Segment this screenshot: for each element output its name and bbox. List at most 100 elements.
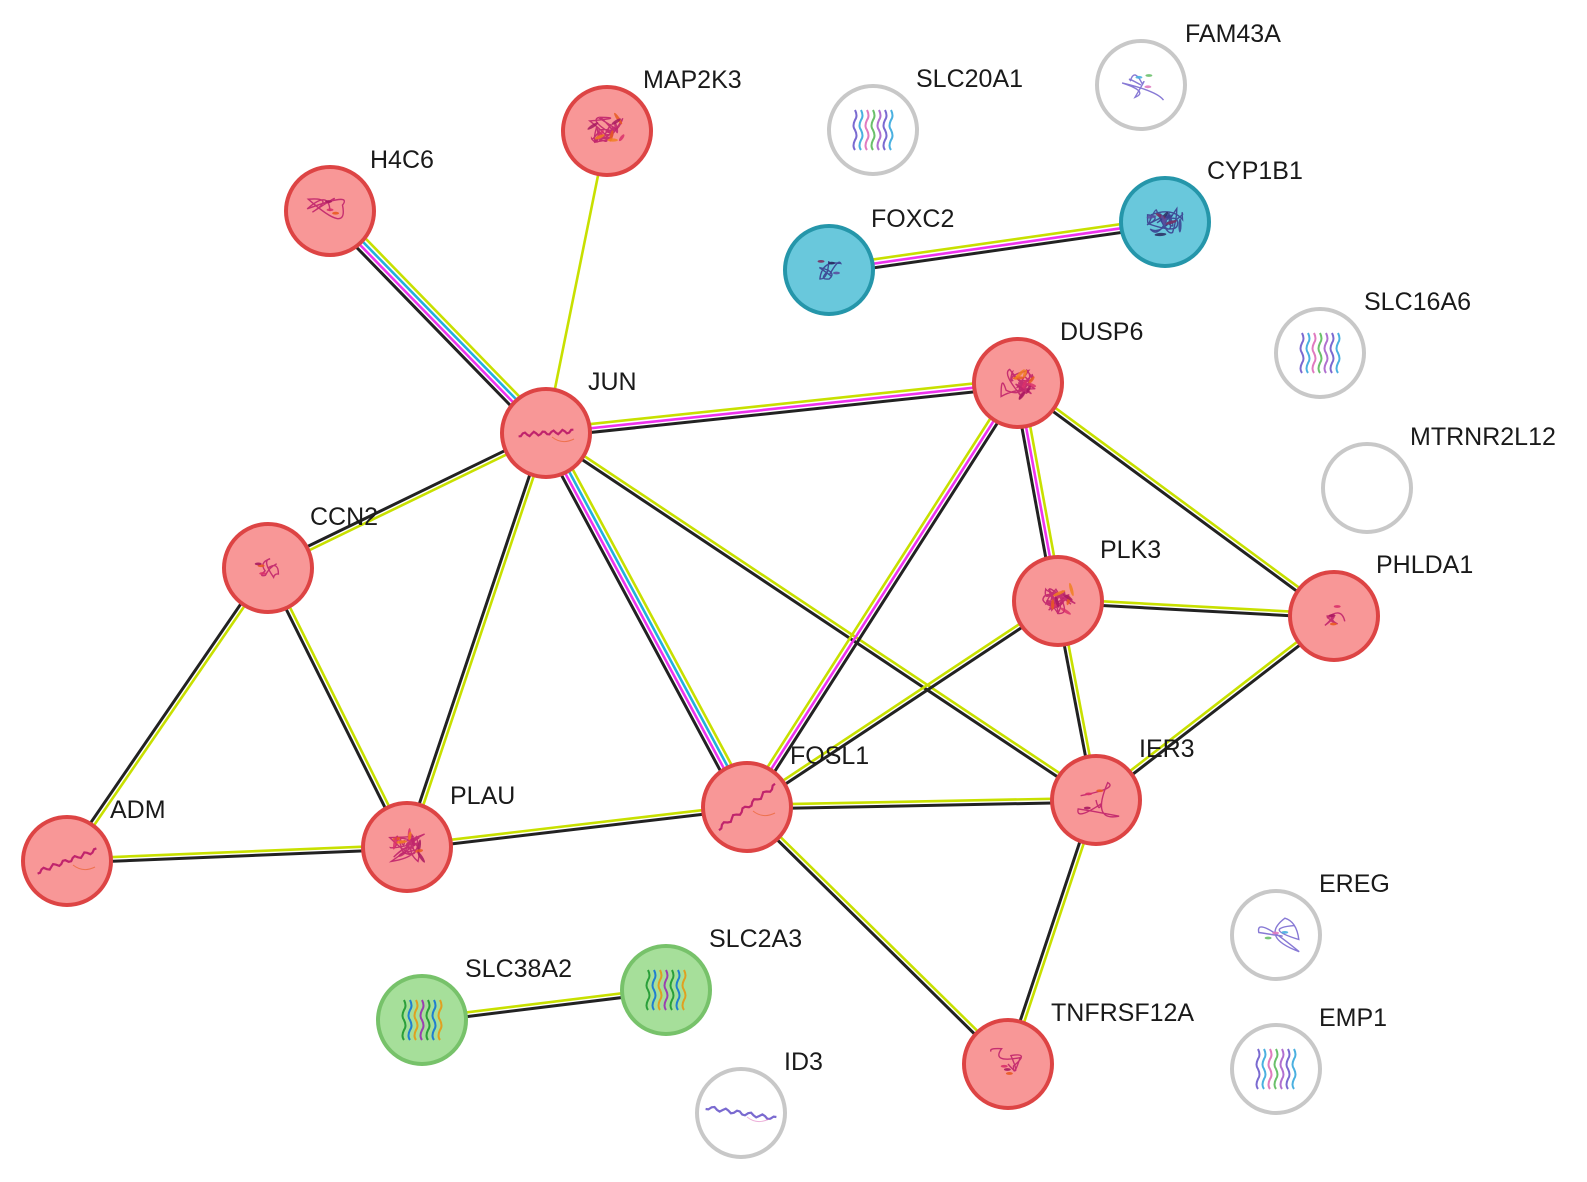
edge-evidence-coexpression xyxy=(747,800,1097,811)
edge-evidence-textmining xyxy=(545,377,1018,431)
edge-evidence-experiments xyxy=(543,433,747,809)
protein-helix-icon xyxy=(37,847,97,875)
node-slc16a6[interactable]: SLC16A6 xyxy=(1274,288,1471,399)
edge-evidence-textmining xyxy=(544,130,609,434)
edge-fosl1-tnfrsf12a[interactable] xyxy=(744,804,1011,1067)
edge-jun-ccn2[interactable] xyxy=(266,429,548,572)
edge-evidence-coexpression xyxy=(266,429,546,568)
node-cyp1b1[interactable]: CYP1B1 xyxy=(1119,157,1303,268)
protein-structure-dense-icon xyxy=(1000,368,1037,400)
protein-helix-icon xyxy=(518,428,575,443)
edge-evidence-coexpression xyxy=(264,568,407,849)
node-map2k3[interactable]: MAP2K3 xyxy=(561,66,742,177)
edge-evidence-coexpression xyxy=(403,431,546,847)
node-slc2a3-label: SLC2A3 xyxy=(709,925,802,953)
node-cyp1b1-label: CYP1B1 xyxy=(1207,157,1303,185)
edge-ier3-tnfrsf12a[interactable] xyxy=(1004,798,1100,1066)
edge-evidence-coexpression xyxy=(407,807,748,851)
node-fosl1[interactable]: FOSL1 xyxy=(701,742,869,853)
edge-evidence-coexpression xyxy=(64,565,268,861)
node-dusp6-label: DUSP6 xyxy=(1060,318,1143,346)
edge-evidence-experiments xyxy=(327,211,546,436)
node-phlda1-label: PHLDA1 xyxy=(1376,551,1473,579)
edge-jun-fosl1[interactable] xyxy=(539,429,754,811)
edge-fosl1-dusp6[interactable] xyxy=(742,380,1023,811)
edge-evidence-textmining xyxy=(333,205,552,430)
node-h4c6[interactable]: H4C6 xyxy=(284,146,434,257)
node-slc20a1[interactable]: SLC20A1 xyxy=(827,65,1023,176)
edge-fosl1-plk3[interactable] xyxy=(745,598,1060,811)
protein-structure-sparse-icon xyxy=(1121,74,1165,101)
node-mtrnr2l12-circle xyxy=(1321,442,1413,534)
edge-ier3-phlda1[interactable] xyxy=(1093,613,1337,803)
node-jun[interactable]: JUN xyxy=(500,368,637,479)
protein-structure-sparse-icon xyxy=(1077,781,1120,818)
node-plk3[interactable]: PLK3 xyxy=(1012,536,1161,647)
node-tnfrsf12a[interactable]: TNFRSF12A xyxy=(962,999,1194,1110)
node-slc2a3[interactable]: SLC2A3 xyxy=(620,925,802,1036)
edge-evidence-coexpression xyxy=(324,214,543,439)
protein-structure-dense-icon xyxy=(388,828,425,863)
edge-plk3-phlda1[interactable] xyxy=(1057,597,1335,620)
node-tnfrsf12a-label: TNFRSF12A xyxy=(1051,999,1194,1027)
node-slc38a2-label: SLC38A2 xyxy=(465,955,572,983)
node-map2k3-label: MAP2K3 xyxy=(643,66,742,94)
protein-structure-dense-icon xyxy=(587,112,625,144)
protein-transmembrane-icon xyxy=(1255,1048,1297,1090)
node-dusp6[interactable]: DUSP6 xyxy=(972,318,1143,429)
edge-jun-dusp6[interactable] xyxy=(545,377,1019,439)
edge-evidence-textmining xyxy=(550,429,754,805)
edge-evidence-coexpression xyxy=(67,847,408,865)
node-adm[interactable]: ADM xyxy=(21,796,166,907)
edge-evidence-coexpression xyxy=(539,435,743,811)
edge-jun-ier3[interactable] xyxy=(544,430,1098,803)
edge-evidence-coexpression xyxy=(544,433,1096,803)
node-ereg[interactable]: EREG xyxy=(1230,870,1390,981)
edge-adm-plau[interactable] xyxy=(66,843,408,865)
edge-evidence-textmining xyxy=(66,843,407,861)
node-fam43a[interactable]: FAM43A xyxy=(1095,20,1281,131)
edge-evidence-coexpression xyxy=(1004,798,1096,1064)
protein-structure-sparse-icon xyxy=(306,197,345,220)
edge-evidence-databases xyxy=(546,431,750,807)
node-ier3[interactable]: IER3 xyxy=(1050,735,1195,846)
node-ccn2[interactable]: CCN2 xyxy=(222,503,378,614)
node-plau-label: PLAU xyxy=(450,782,515,810)
node-plau[interactable]: PLAU xyxy=(361,782,515,893)
edge-evidence-textmining xyxy=(406,803,747,847)
node-mtrnr2l12[interactable]: MTRNR2L12 xyxy=(1321,423,1556,534)
edge-map2k3-jun[interactable] xyxy=(544,130,609,434)
node-foxc2[interactable]: FOXC2 xyxy=(783,205,954,316)
protein-structure-small-icon xyxy=(817,259,842,280)
protein-structure-sparse-icon xyxy=(990,1047,1023,1075)
node-emp1[interactable]: EMP1 xyxy=(1230,1004,1387,1115)
node-foxc2-label: FOXC2 xyxy=(871,205,954,233)
protein-structure-small-icon xyxy=(1324,605,1346,626)
edge-ccn2-plau[interactable] xyxy=(264,566,411,849)
edge-dusp6-phlda1[interactable] xyxy=(1015,380,1337,619)
edge-evidence-coexpression xyxy=(747,601,1060,811)
protein-helix-icon xyxy=(705,1105,777,1123)
node-slc38a2[interactable]: SLC38A2 xyxy=(376,955,572,1066)
node-jun-label: JUN xyxy=(588,368,637,396)
edge-evidence-coexpression xyxy=(749,384,1023,811)
node-id3-label: ID3 xyxy=(784,1048,823,1076)
node-phlda1[interactable]: PHLDA1 xyxy=(1288,551,1473,662)
edge-ccn2-adm[interactable] xyxy=(64,565,271,863)
node-mtrnr2l12-label: MTRNR2L12 xyxy=(1410,423,1556,451)
edge-evidence-textmining xyxy=(746,796,1096,807)
edge-plau-fosl1[interactable] xyxy=(406,803,748,851)
edge-evidence-textmining xyxy=(1093,613,1334,800)
edge-jun-plau[interactable] xyxy=(403,431,550,849)
edge-evidence-coexpression xyxy=(1096,616,1337,803)
edge-evidence-textmining xyxy=(1058,597,1335,616)
protein-structure-dense-icon xyxy=(1042,582,1076,615)
edge-evidence-databases xyxy=(330,208,549,433)
edge-h4c6-jun[interactable] xyxy=(324,205,552,439)
edge-fosl1-ier3[interactable] xyxy=(746,796,1097,811)
node-id3[interactable]: ID3 xyxy=(695,1048,823,1159)
edge-foxc2-cyp1b1[interactable] xyxy=(828,216,1166,276)
node-ccn2-label: CCN2 xyxy=(310,503,378,531)
node-ier3-label: IER3 xyxy=(1139,735,1195,763)
